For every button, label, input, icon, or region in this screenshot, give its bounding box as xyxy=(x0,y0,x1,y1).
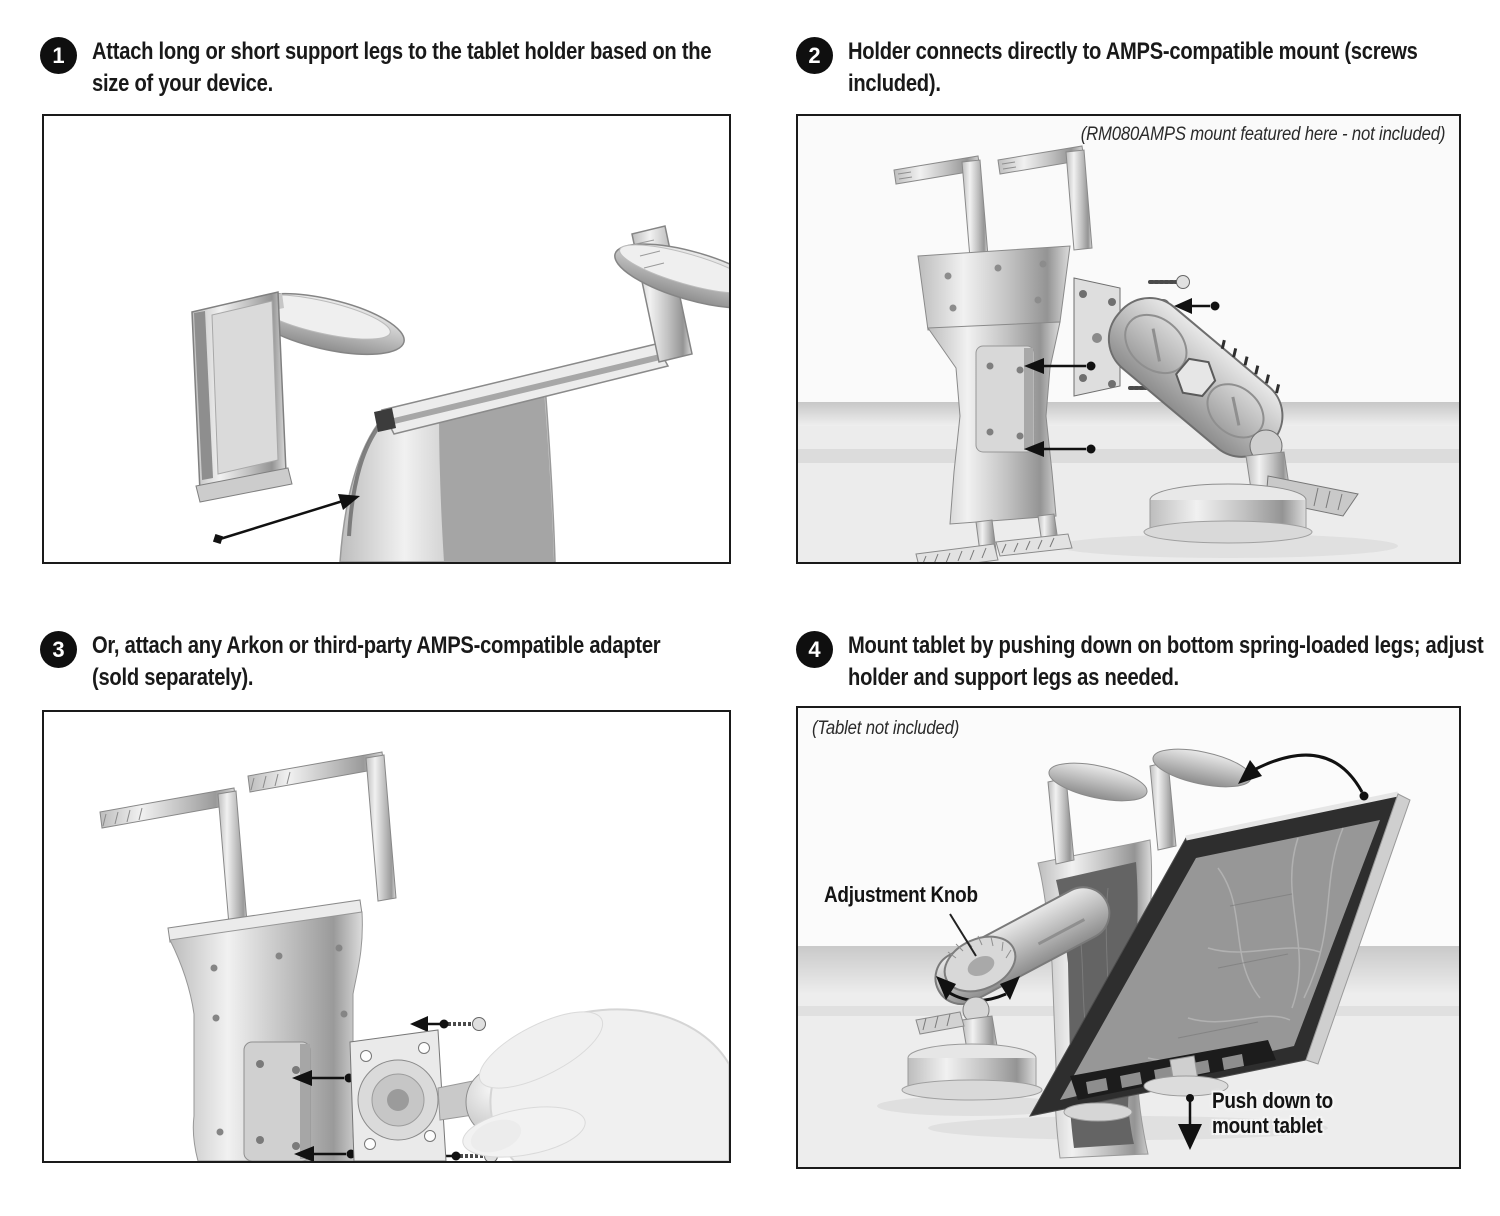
rotate-arrow-icon xyxy=(1238,753,1369,801)
adjustment-knob-label: Adjustment Knob xyxy=(824,882,978,907)
support-leg-detached xyxy=(191,291,405,503)
step4-illustration xyxy=(798,708,1459,1167)
step1-figure xyxy=(42,114,731,564)
push-down-label: Push down to mount tablet xyxy=(1212,1088,1333,1138)
step2-figure: (RM080AMPS mount featured here - not inc… xyxy=(796,114,1461,564)
step4-note: (Tablet not included) xyxy=(812,718,960,739)
step2-number-badge: 2 xyxy=(796,37,833,74)
hand xyxy=(462,1008,729,1161)
amps-adapter-plate xyxy=(349,1029,447,1161)
support-leg xyxy=(99,751,397,938)
knob-leader-line xyxy=(949,913,977,957)
suction-mount xyxy=(901,886,1111,1101)
suction-mount-arm xyxy=(1107,297,1359,544)
tablet-holder-back xyxy=(167,899,363,1161)
support-leg-attached xyxy=(614,225,729,363)
step4-figure: (Tablet not included) Adjustment Knob Pu… xyxy=(796,706,1461,1169)
step3-figure xyxy=(42,710,731,1163)
suction-lever xyxy=(915,1011,965,1035)
step2-note: (RM080AMPS mount featured here - not inc… xyxy=(1080,124,1445,145)
tablet-holder-back xyxy=(893,145,1093,562)
step2-illustration xyxy=(798,116,1459,562)
leg-slot xyxy=(374,408,396,432)
step1-number: 1 xyxy=(52,42,65,68)
spring-loaded-foot xyxy=(1063,1055,1229,1122)
step2-text: Holder connects directly to AMPS-compati… xyxy=(848,38,1418,97)
step4-number: 4 xyxy=(808,636,821,662)
step3-illustration xyxy=(99,751,729,1161)
tablet-screen xyxy=(1060,820,1380,1100)
step1-text: Attach long or short support legs to the… xyxy=(92,38,712,97)
step4-header: 4 Mount tablet by pushing down on bottom… xyxy=(796,630,1496,694)
insert-arrow-icon xyxy=(212,494,360,545)
step3-header: 3 Or, attach any Arkon or third-party AM… xyxy=(40,630,750,694)
step1-illustration xyxy=(191,225,729,562)
step4-text: Mount tablet by pushing down on bottom s… xyxy=(848,632,1484,691)
step1-number-badge: 1 xyxy=(40,37,77,74)
step2-header: 2 Holder connects directly to AMPS-compa… xyxy=(796,36,1496,100)
tablet-holder xyxy=(339,225,729,562)
step3-number-badge: 3 xyxy=(40,631,77,668)
step1-header: 1 Attach long or short support legs to t… xyxy=(40,36,750,100)
adjustment-knob xyxy=(943,935,1017,993)
step4-number-badge: 4 xyxy=(796,631,833,668)
push-down-arrow-icon xyxy=(1178,1094,1202,1150)
step2-number: 2 xyxy=(808,42,821,68)
support-leg xyxy=(1047,748,1252,865)
step3-text: Or, attach any Arkon or third-party AMPS… xyxy=(92,632,661,691)
background-wall xyxy=(798,116,1459,562)
step3-number: 3 xyxy=(52,636,65,662)
